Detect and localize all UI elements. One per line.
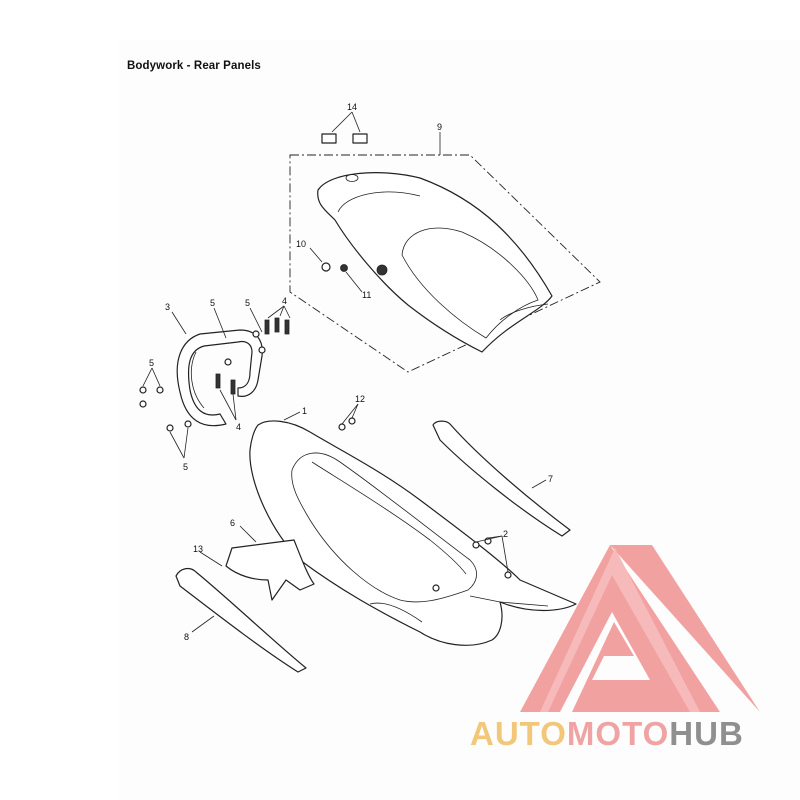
callout-5b: 5 xyxy=(245,298,250,308)
rear-panel xyxy=(249,420,577,646)
rear-panel-group xyxy=(249,420,577,646)
seat-ridge-line xyxy=(337,191,421,213)
cap-14a xyxy=(321,133,337,144)
callout-9: 9 xyxy=(437,122,442,132)
seat-catch xyxy=(376,264,388,276)
callout-6: 6 xyxy=(230,518,235,528)
callout-10: 10 xyxy=(296,239,306,249)
seat-front-edge xyxy=(499,303,549,321)
seat-cushion-line xyxy=(401,227,539,339)
leader-lines xyxy=(142,111,547,633)
callout-4b: 4 xyxy=(236,422,241,432)
side-strip-8 xyxy=(175,567,307,673)
callout-1: 1 xyxy=(302,406,307,416)
callout-12: 12 xyxy=(355,394,365,404)
seat-lock-hole xyxy=(345,174,359,182)
inner-panel-6 xyxy=(225,539,315,601)
callout-5a: 5 xyxy=(210,298,215,308)
grab-rail-group xyxy=(139,317,290,432)
callout-14: 14 xyxy=(347,102,357,112)
grab-rail xyxy=(176,329,263,427)
automotohub-wordmark: AUTOMOTOHUB xyxy=(470,715,744,753)
callout-labels: 14 9 10 11 3 5 5 4 5 4 5 1 12 7 2 6 13 8 xyxy=(149,102,553,642)
callout-11: 11 xyxy=(362,290,371,300)
seat-outline xyxy=(317,172,553,353)
washer-11 xyxy=(340,264,348,272)
callout-5c: 5 xyxy=(149,358,154,368)
rear-panel-vent xyxy=(369,602,423,623)
rear-panel-edge xyxy=(311,461,467,575)
cap-14b xyxy=(352,133,368,144)
grommet-10 xyxy=(321,262,331,272)
logo-hub-text: HUB xyxy=(669,715,744,752)
seat-group xyxy=(289,133,601,373)
callout-2: 2 xyxy=(503,529,508,539)
rail-bolts xyxy=(139,317,290,432)
callout-8: 8 xyxy=(184,632,189,642)
rear-panel-inner xyxy=(291,452,477,603)
logo-auto-text: AUTO xyxy=(470,715,567,752)
diagram-title: Bodywork - Rear Panels xyxy=(127,60,261,72)
callout-13: 13 xyxy=(193,544,203,554)
grab-rail-inner xyxy=(190,351,205,409)
callout-5d: 5 xyxy=(183,462,188,472)
callout-7: 7 xyxy=(548,474,553,484)
callout-4a: 4 xyxy=(282,296,287,306)
callout-3: 3 xyxy=(165,302,170,312)
side-strip-7 xyxy=(432,420,571,537)
screws-12 xyxy=(338,417,356,431)
logo-moto-text: MOTO xyxy=(566,715,670,752)
